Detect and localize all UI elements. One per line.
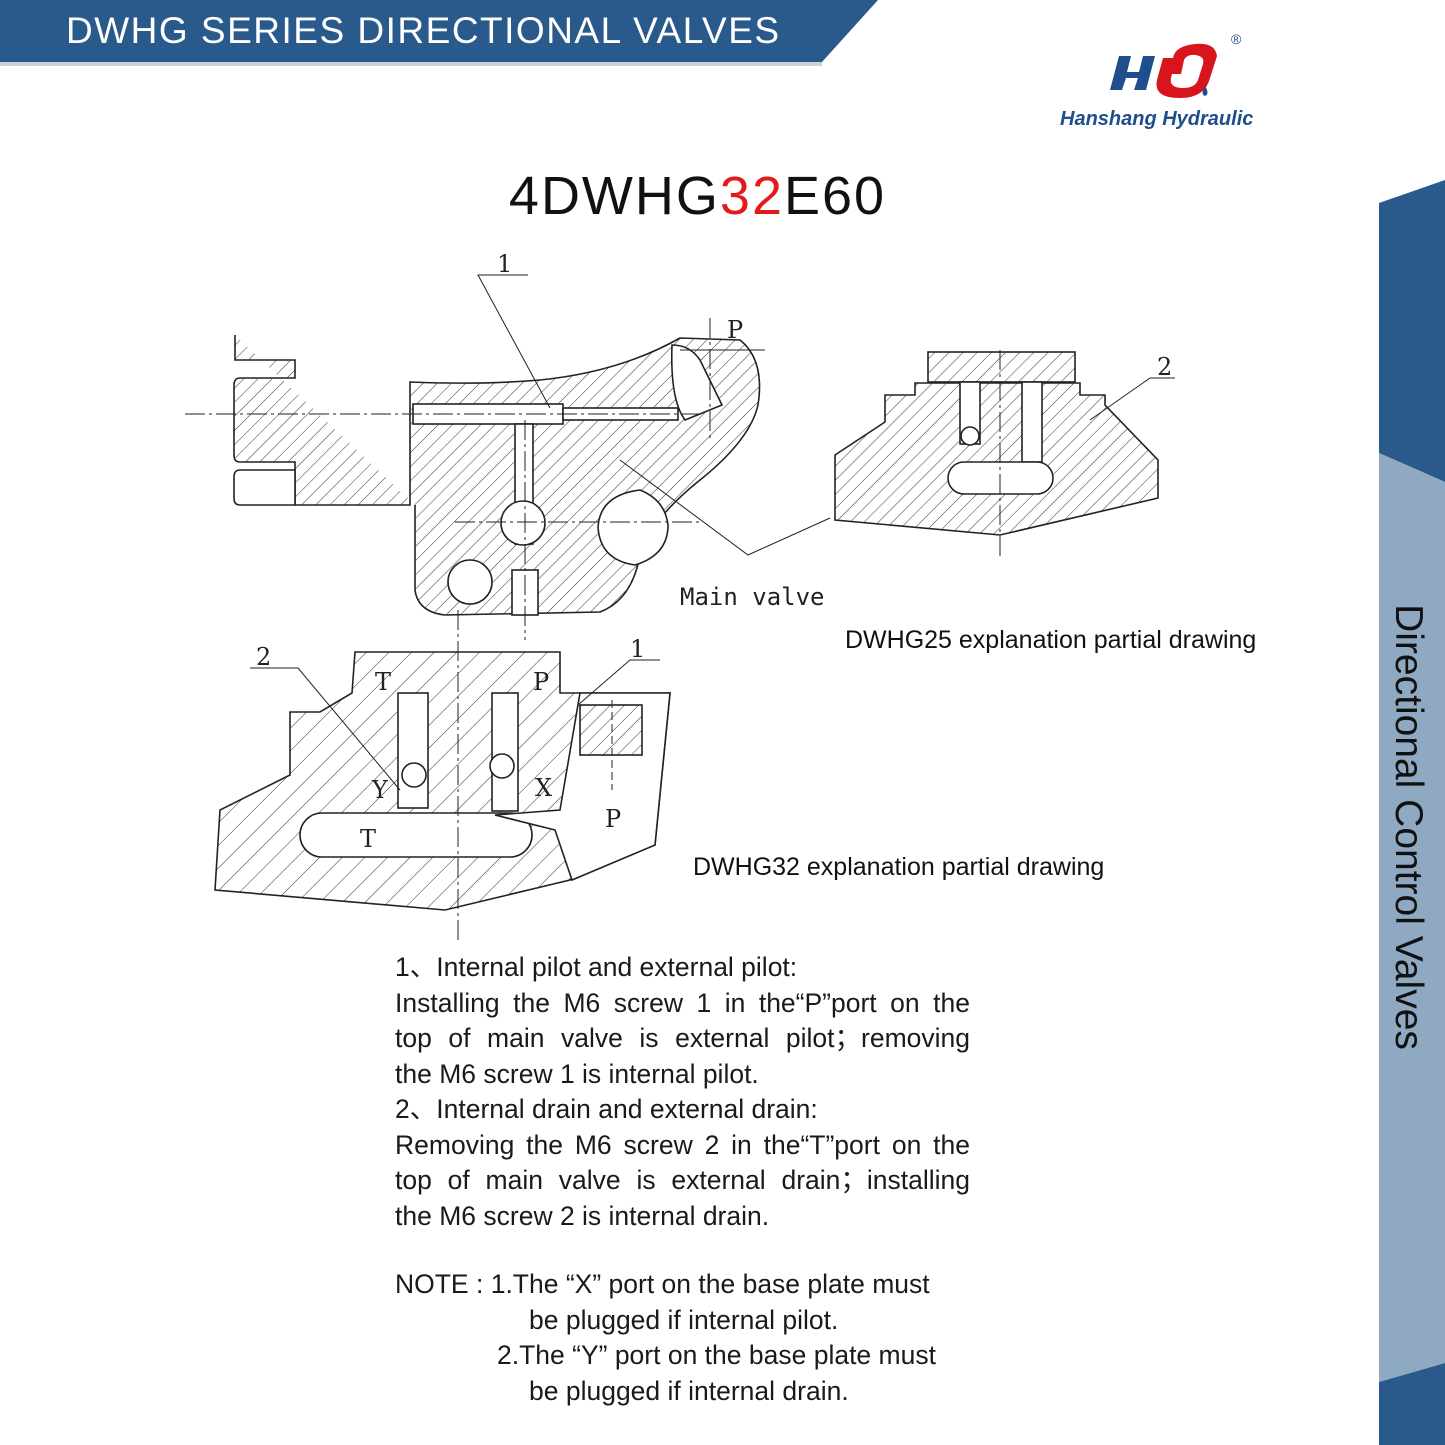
note-item: 2.The “Y” port on the base plate must <box>497 1340 936 1370</box>
explanation-line: Removing the M6 screw 2 in the“T”port on… <box>395 1129 970 1160</box>
label-dwhg25-screw-2: 2 <box>1157 353 1172 381</box>
label-main-valve: Main valve <box>680 583 825 611</box>
explanation-line: 2、Internal drain and external drain: <box>395 1094 818 1124</box>
label-dwhg32-screw-2: 2 <box>256 643 271 671</box>
registered-mark: ® <box>1231 31 1242 47</box>
model-size: 32 <box>719 166 784 226</box>
label-port-p: P <box>727 316 743 344</box>
header-title: DWHG SERIES DIRECTIONAL VALVES <box>66 10 781 51</box>
brand-name: Hanshang Hydraulic <box>1060 108 1254 130</box>
explanation-line: top of main valve is external pilot；remo… <box>395 1023 970 1053</box>
label-port-y: Y <box>371 776 389 804</box>
model-prefix: 4DWHG <box>508 166 720 226</box>
explanation-line: 1、Internal pilot and external pilot: <box>395 952 798 982</box>
explanation-line: Installing the M6 screw 1 in the“P”port … <box>395 987 970 1018</box>
explanation-line: top of main valve is external drain；inst… <box>395 1165 970 1195</box>
note-label: NOTE : <box>395 1269 491 1299</box>
label-screw-1: 1 <box>497 250 512 278</box>
caption-dwhg25: DWHG25 explanation partial drawing <box>845 626 1257 654</box>
sidebar-title: Directional Control Valves <box>1387 604 1430 1050</box>
label-port-x: X <box>535 774 552 802</box>
label-port-p-bottom: P <box>605 805 621 833</box>
note-item: be plugged if internal pilot. <box>529 1304 839 1335</box>
note-block: NOTE : 1.The “X” port on the base plate … <box>395 1267 936 1409</box>
explanation-line: the M6 screw 1 is internal pilot. <box>395 1058 759 1089</box>
note-item: 1.The “X” port on the base plate must <box>490 1269 930 1299</box>
technical-drawings: 1 P Main valve 2 2 1 T P Y X T P <box>185 250 1175 940</box>
label-port-t: T <box>360 825 376 853</box>
caption-dwhg32: DWHG32 explanation partial drawing <box>693 853 1105 881</box>
sidebar-band <box>1379 180 1445 1445</box>
label-dwhg32-screw-1: 1 <box>630 635 645 663</box>
model-title: 4DWHG32E60 <box>0 165 1395 227</box>
brand-logo: ® <box>1110 31 1242 98</box>
dwhg32-section <box>214 610 671 940</box>
label-port-p-top: P <box>533 668 549 696</box>
model-suffix: E60 <box>783 166 887 226</box>
explanation-text: 1、Internal pilot and external pilot: Ins… <box>395 950 970 1234</box>
explanation-line: the M6 screw 2 is internal drain. <box>395 1200 770 1231</box>
label-port-t-top: T <box>375 668 391 696</box>
logo-mark-icon <box>1110 43 1217 98</box>
note-item: be plugged if internal drain. <box>529 1375 849 1406</box>
dwhg25-section <box>834 350 1175 560</box>
header-banner <box>0 0 878 66</box>
main-valve-section <box>185 274 831 640</box>
